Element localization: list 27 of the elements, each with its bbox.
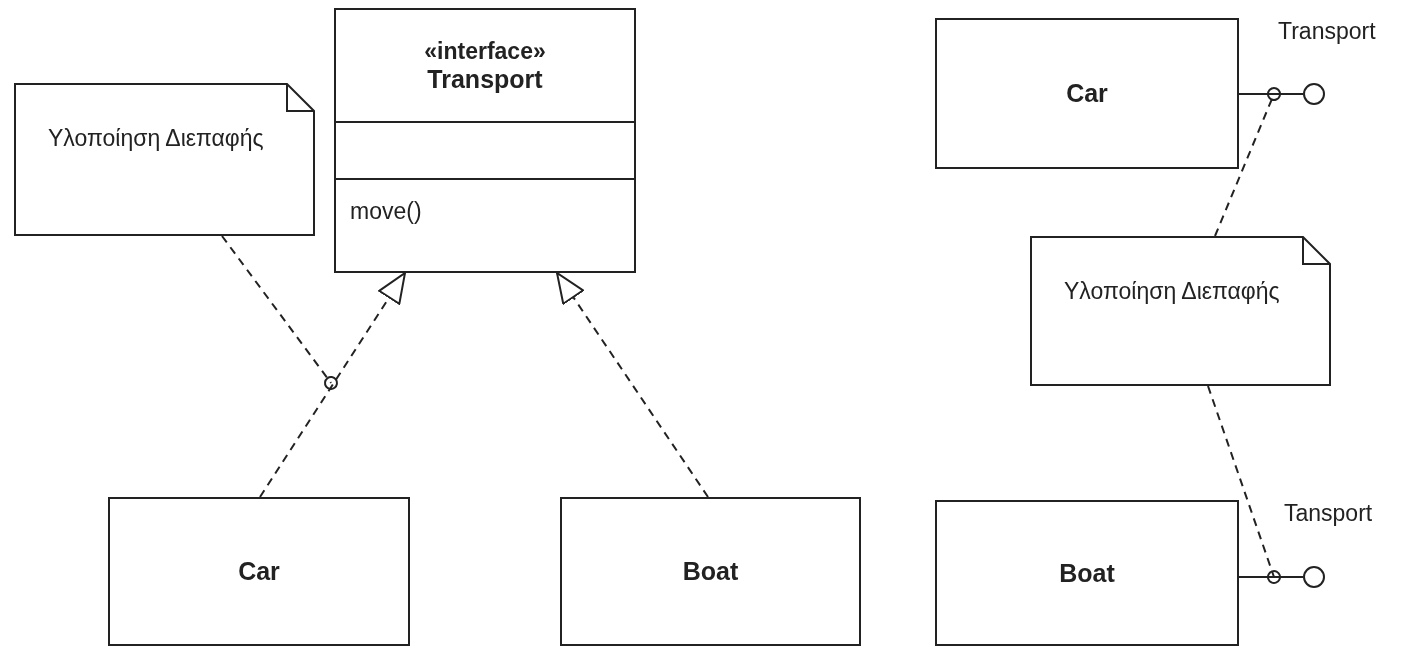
note-anchor-line: [1207, 385, 1281, 584]
connector-line: [1238, 93, 1304, 95]
realization-arrow: [259, 272, 406, 498]
operation-text: move(): [350, 198, 422, 225]
class-box: [560, 497, 861, 646]
note-text: Υλοποίηση Διεπαφής: [1064, 277, 1281, 306]
interface-name: Tansport: [1284, 500, 1373, 527]
interface-lollipop-circle: [1303, 566, 1325, 588]
note-text: Υλοποίηση Διεπαφής: [48, 124, 265, 153]
note-box: [14, 83, 315, 236]
class-name: Transport: [427, 64, 543, 94]
class-box: [108, 497, 410, 646]
stereotype-label: «interface»: [424, 37, 546, 65]
interface-name: Transport: [1278, 18, 1376, 45]
class-name: Boat: [1059, 558, 1115, 588]
class-name: Car: [238, 557, 280, 586]
class-box: [935, 18, 1239, 169]
note-box: [1030, 236, 1331, 386]
realization-arrow: [556, 272, 709, 498]
class-box: [935, 500, 1239, 646]
class-name: Boat: [682, 557, 739, 586]
interface-class-box: [334, 8, 636, 273]
note-anchor-line: [221, 235, 338, 390]
interface-lollipop-circle: [1303, 83, 1325, 105]
note-anchor-line: [1214, 87, 1281, 237]
connector-line: [1238, 576, 1304, 578]
class-name: Car: [1066, 79, 1108, 108]
